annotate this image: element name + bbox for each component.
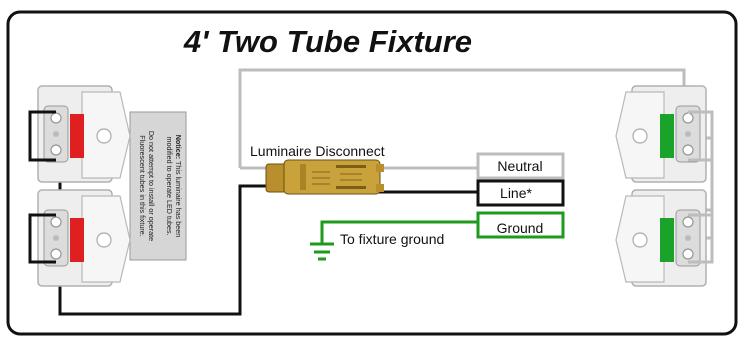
left-socket-bottom (37, 189, 131, 287)
ground-terminal: Ground (476, 211, 565, 239)
notice-line1: This luminaire has been (174, 159, 183, 237)
luminaire-disconnect-connector (265, 159, 384, 195)
notice-line4: Fluorescent tubes in this fixture. (138, 135, 147, 236)
notice-heading: Notice: (174, 135, 183, 159)
diagram-title: 4' Two Tube Fixture (183, 24, 472, 59)
notice-line2: modified to operate LED tubes. (165, 136, 174, 235)
svg-text:Notice: This luminaire has bee: Notice: This luminaire has been (174, 135, 183, 238)
right-socket-bottom (615, 189, 707, 287)
disconnect-label: Luminaire Disconnect (250, 143, 385, 159)
ground-wire (310, 220, 478, 261)
neutral-terminal-label: Neutral (497, 158, 542, 174)
line-terminal: Line* (476, 179, 565, 207)
notice-line3: Do not attempt to install or operate (147, 131, 156, 241)
neutral-terminal: Neutral (476, 152, 565, 180)
line-terminal-label: Line* (500, 185, 532, 201)
ground-label: To fixture ground (340, 231, 444, 247)
socket-wire-jumpers (30, 110, 712, 264)
left-socket-top (37, 85, 131, 183)
right-socket-top (615, 85, 707, 183)
ground-terminal-label: Ground (497, 220, 544, 236)
notice-label: Notice: This luminaire has been modified… (129, 111, 187, 261)
